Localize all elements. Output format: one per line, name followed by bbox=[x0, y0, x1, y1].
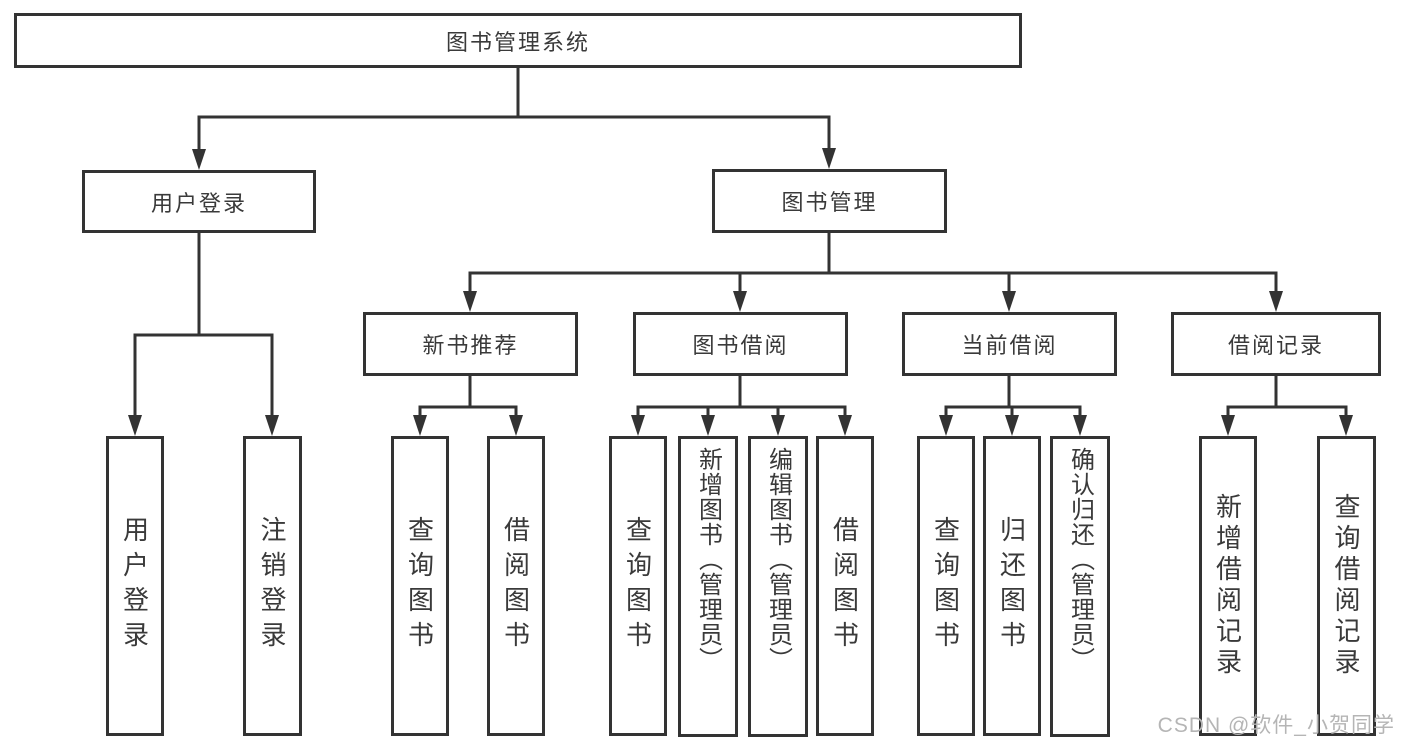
leaf-query-books-recommend: 查询图书 bbox=[391, 436, 449, 736]
node-user-login-label: 用户登录 bbox=[150, 190, 247, 216]
leaf-borrow-books-borrowing: 借阅图书 bbox=[816, 436, 874, 736]
node-user-login: 用户登录 bbox=[82, 170, 316, 233]
node-library-management-system: 图书管理系统 bbox=[14, 13, 1022, 68]
node-borrowing-records: 借阅记录 bbox=[1171, 312, 1381, 376]
watermark: CSDN @软件_小贺同学 bbox=[1157, 714, 1395, 737]
node-current-borrowing: 当前借阅 bbox=[902, 312, 1117, 376]
leaf-confirm-return-admin: 确认归还（管理员） bbox=[1050, 436, 1110, 737]
leaf-add-borrow-record: 新增借阅记录 bbox=[1199, 436, 1257, 736]
leaf-logout: 注销登录 bbox=[243, 436, 302, 736]
node-book-borrowing: 图书借阅 bbox=[633, 312, 848, 376]
leaf-borrow-books-recommend: 借阅图书 bbox=[487, 436, 545, 736]
leaf-query-borrow-record: 查询借阅记录 bbox=[1317, 436, 1376, 736]
leaf-add-books-admin: 新增图书（管理员） bbox=[678, 436, 738, 737]
leaf-query-books-borrowing: 查询图书 bbox=[609, 436, 667, 736]
node-book-borrowing-label: 图书借阅 bbox=[692, 333, 789, 358]
leaf-edit-books-admin: 编辑图书（管理员） bbox=[748, 436, 808, 737]
node-new-book-recommendation: 新书推荐 bbox=[363, 312, 578, 376]
leaf-return-books: 归还图书 bbox=[983, 436, 1041, 736]
node-new-book-recommendation-label: 新书推荐 bbox=[422, 333, 519, 358]
node-library-management-system-label: 图书管理系统 bbox=[445, 29, 590, 55]
leaf-query-books-current: 查询图书 bbox=[917, 436, 975, 736]
node-book-management-label: 图书管理 bbox=[781, 190, 878, 215]
node-borrowing-records-label: 借阅记录 bbox=[1227, 333, 1324, 358]
node-current-borrowing-label: 当前借阅 bbox=[961, 333, 1058, 358]
leaf-user-login: 用户登录 bbox=[106, 436, 164, 736]
node-book-management: 图书管理 bbox=[712, 169, 947, 233]
